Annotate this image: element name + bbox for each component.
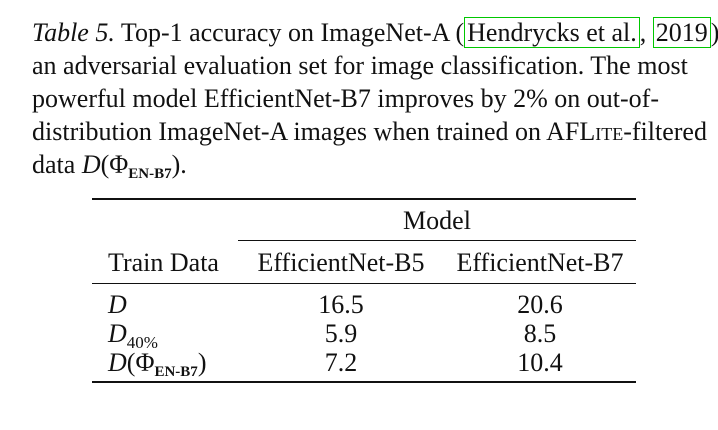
col-header-efficientnet-b5: EfficientNet-B5 — [257, 248, 425, 277]
row-label-main: D — [108, 319, 127, 348]
model-group-header: Model — [403, 206, 471, 235]
caption-line-4-end: -filtered — [623, 117, 707, 146]
citation-link-author[interactable]: Hendrycks et al. — [464, 17, 640, 48]
math-D: D — [81, 150, 101, 179]
aflite-af: AF — [546, 117, 580, 146]
col-header-train-data: Train Data — [108, 248, 219, 277]
caption-line-4-text: distribution ImageNet-A images when trai… — [32, 117, 547, 146]
table-cell-b5: 16.5 — [318, 290, 364, 319]
caption-text: Top-1 accuracy on ImageNet-A ( — [120, 18, 465, 47]
citation-link-year[interactable]: 2019 — [652, 17, 711, 48]
table-row-label: D — [108, 290, 127, 320]
caption-line-4: distribution ImageNet-A images when trai… — [32, 115, 710, 148]
math-paren-close: ). — [171, 150, 187, 179]
caption-text-end: ), — [711, 18, 718, 47]
caption-line-2: an adversarial evaluation set for image … — [32, 51, 688, 80]
row-label-phi: Φ — [135, 348, 155, 377]
caption-line-5: data D(ΦEN-B7). — [32, 148, 710, 191]
caption-line-5-text: data — [32, 150, 82, 179]
row-label-paren-open: ( — [126, 348, 136, 377]
row-label-main: D — [108, 348, 127, 377]
row-label-subscript: EN-B7 — [154, 364, 198, 380]
col-header-efficientnet-b7: EfficientNet-B7 — [456, 248, 624, 277]
row-label-main: D — [108, 290, 127, 319]
math-phi: Φ — [109, 150, 129, 179]
table-top-rule — [92, 198, 636, 200]
table-caption: Table 5. Top-1 accuracy on ImageNet-A (H… — [32, 16, 718, 191]
math-paren-open: ( — [100, 150, 110, 179]
row-label-subscript: 40% — [126, 333, 158, 352]
citation-separator: , — [639, 18, 653, 47]
caption-label: Table 5. — [32, 18, 115, 47]
model-group-rule — [238, 240, 636, 241]
caption-line-1: Table 5. Top-1 accuracy on ImageNet-A (H… — [32, 16, 718, 49]
table-cell-b5: 5.9 — [324, 319, 358, 348]
row-label-paren-close: ) — [197, 348, 207, 377]
table-cell-b7: 8.5 — [523, 319, 557, 348]
math-subscript: EN-B7 — [128, 166, 172, 182]
table-row-label: D(ΦEN-B7) — [108, 348, 206, 387]
table-cell-b7: 20.6 — [517, 290, 563, 319]
table-cell-b7: 10.4 — [517, 348, 563, 377]
table-mid-rule — [92, 283, 636, 284]
table-bottom-rule — [92, 381, 636, 383]
table-row-label: D40% — [108, 319, 158, 358]
aflite-lite: Lite — [579, 117, 624, 146]
table-cell-b5: 7.2 — [324, 348, 358, 377]
caption-line-3: powerful model EfficientNet-B7 improves … — [32, 84, 659, 113]
